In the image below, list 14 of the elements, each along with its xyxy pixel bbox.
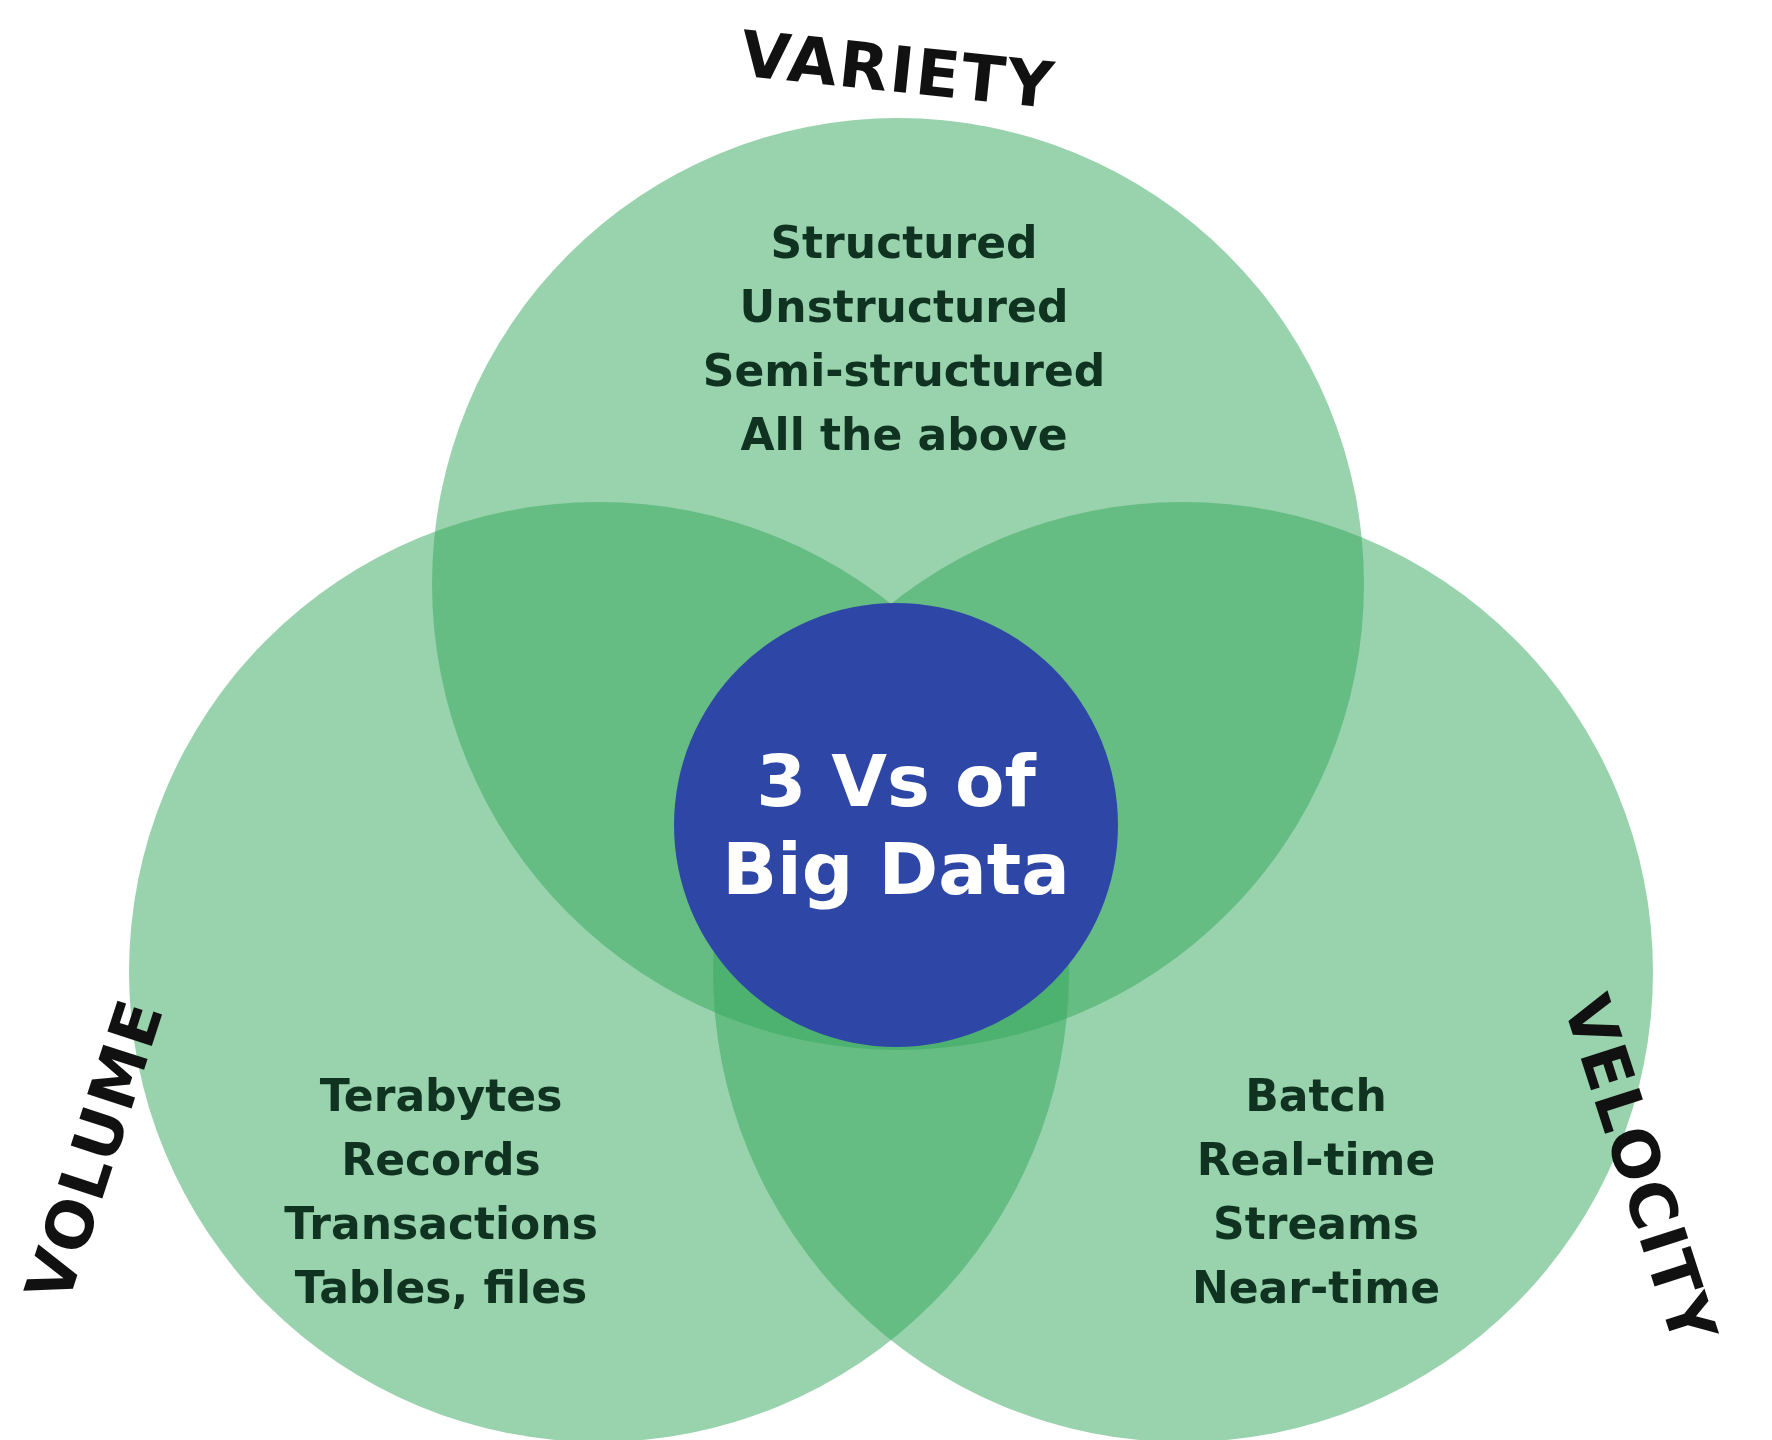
list-item: Semi-structured — [702, 344, 1106, 398]
center-label: 3 Vs of Big Data — [721, 738, 1071, 913]
list-item: Batch — [1244, 1069, 1388, 1123]
list-item: Tables, files — [293, 1261, 589, 1315]
list-item: Real-time — [1195, 1133, 1437, 1187]
list-item: Transactions — [284, 1197, 598, 1251]
list-item: Unstructured — [738, 280, 1070, 334]
list-item: Streams — [1212, 1197, 1420, 1251]
list-item: All the above — [739, 408, 1069, 462]
list-item: Near-time — [1191, 1261, 1441, 1315]
list-item: Records — [340, 1133, 542, 1187]
list-item: Structured — [769, 216, 1039, 270]
circle-heading: VARIETY — [737, 16, 1059, 124]
list-item: Terabytes — [318, 1069, 564, 1123]
